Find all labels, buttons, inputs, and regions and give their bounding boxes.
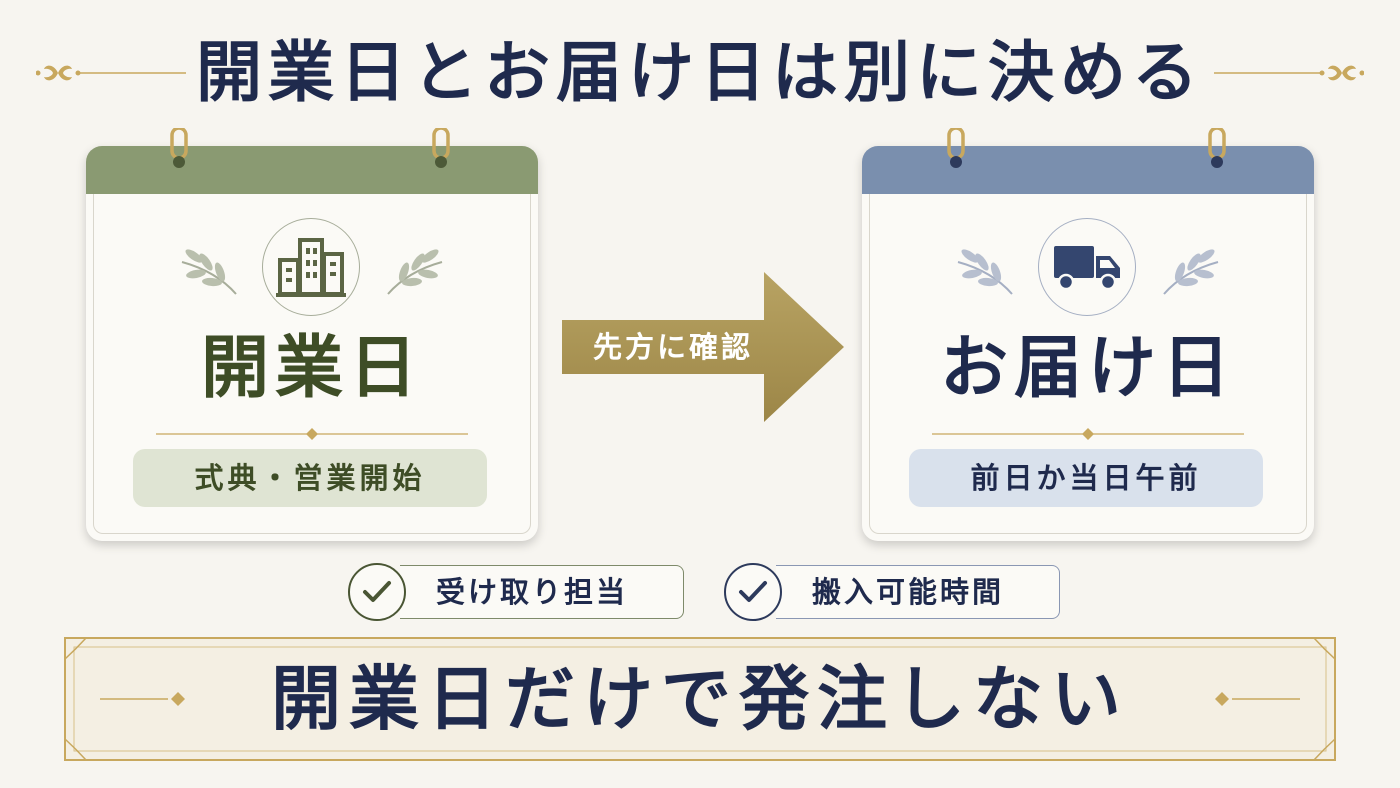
check-item-receiver: 受け取り担当	[348, 563, 684, 623]
title-ornament-right	[1214, 65, 1364, 81]
opening-day-card: 開業日 式典・営業開始	[86, 146, 538, 541]
title-ornament-left	[36, 65, 186, 81]
page-title: 開業日とお届け日は別に決める	[196, 33, 1204, 111]
laurel-right-icon	[1163, 249, 1219, 295]
calendar-header	[86, 146, 538, 194]
divider-ornament	[932, 428, 1244, 440]
confirm-arrow-label: 先方に確認	[592, 330, 753, 364]
check-item-label: 搬入可能時間	[776, 565, 1060, 619]
calendar-page	[869, 194, 1307, 534]
delivery-day-detail: 前日か当日午前	[909, 449, 1263, 507]
calendar-ring	[170, 128, 188, 168]
warning-banner-text: 開業日だけで発注しない	[271, 657, 1129, 740]
calendar-ring	[947, 128, 965, 168]
opening-day-detail: 式典・営業開始	[133, 449, 487, 507]
calendar-ring	[1208, 128, 1226, 168]
calendar-ring	[432, 128, 450, 168]
warning-banner	[64, 637, 1336, 761]
laurel-left-icon	[957, 249, 1013, 295]
truck-icon	[1054, 246, 1120, 291]
opening-day-label: 開業日	[200, 328, 423, 408]
building-icon	[276, 238, 346, 297]
building-icon-circle	[262, 218, 360, 316]
delivery-day-label: お届け日	[939, 328, 1236, 408]
confirm-arrow	[562, 272, 844, 422]
check-icon	[348, 563, 406, 621]
truck-icon-circle	[1038, 218, 1136, 316]
laurel-right-icon	[387, 249, 443, 295]
check-icon	[724, 563, 782, 621]
laurel-left-icon	[181, 249, 237, 295]
calendar-page	[93, 194, 531, 534]
check-item-delivery-time: 搬入可能時間	[724, 563, 1060, 623]
calendar-header	[862, 146, 1314, 194]
check-item-label: 受け取り担当	[400, 565, 684, 619]
divider-ornament	[156, 428, 468, 440]
delivery-day-card: お届け日 前日か当日午前	[862, 146, 1314, 541]
